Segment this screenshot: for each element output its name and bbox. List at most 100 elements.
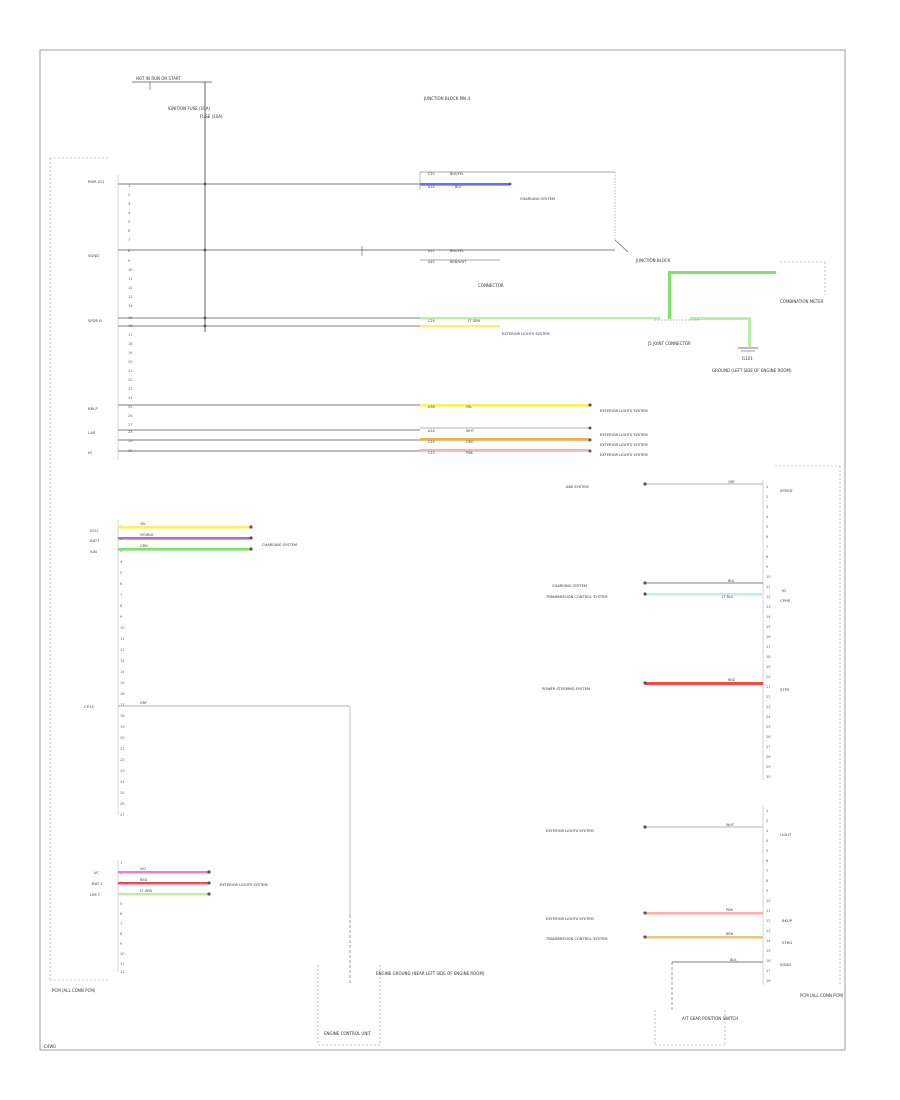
svg-text:5: 5 [120, 571, 122, 575]
svg-text:A36: A36 [428, 405, 435, 409]
svg-text:17: 17 [766, 969, 771, 973]
svg-text:21: 21 [120, 747, 125, 751]
svg-text:LT GRN: LT GRN [140, 889, 153, 893]
svg-text:LT BLU: LT BLU [722, 595, 734, 599]
svg-text:17: 17 [766, 645, 771, 649]
svg-text:C23: C23 [428, 451, 435, 455]
engine-ground-branch: ENGINE GROUND (NEAR LEFT SIDE OF ENGINE … [317, 915, 485, 1046]
svg-text:5: 5 [766, 525, 768, 529]
ground-label: GROUND (LEFT SIDE OF ENGINE ROOM) [712, 368, 792, 373]
svg-text:BLU: BLU [455, 185, 462, 189]
svg-text:24: 24 [766, 715, 771, 719]
svg-text:BLK/YEL: BLK/YEL [450, 172, 464, 176]
svg-text:8: 8 [120, 604, 123, 608]
engine-ground-label: ENGINE GROUND (NEAR LEFT SIDE OF ENGINE … [376, 971, 485, 976]
svg-text:SGND: SGND [780, 962, 791, 967]
svg-text:7: 7 [766, 545, 768, 549]
svg-text:23: 23 [766, 705, 771, 709]
svg-text:EXTERIOR LIGHTS SYSTEM: EXTERIOR LIGHTS SYSTEM [600, 453, 648, 457]
combination-meter-label: COMBINATION METER [780, 299, 824, 304]
svg-text:12: 12 [766, 919, 771, 923]
svg-text:5: 5 [766, 849, 768, 853]
svg-text:2: 2 [128, 193, 130, 197]
svg-text:17: 17 [120, 703, 125, 707]
svg-text:BRN/WHT: BRN/WHT [450, 260, 467, 264]
svg-text:RED: RED [140, 878, 147, 882]
svg-text:9: 9 [128, 259, 131, 263]
svg-text:CHARGING SYSTEM: CHARGING SYSTEM [552, 584, 587, 588]
svg-text:YEL: YEL [466, 405, 472, 409]
pcm-left-box: PCM (ALL CONN PCM) [49, 157, 110, 993]
svg-text:C24: C24 [428, 319, 435, 323]
svg-text:18: 18 [128, 342, 133, 346]
svg-text:2: 2 [766, 819, 768, 823]
svg-text:GRY: GRY [728, 480, 736, 484]
svg-text:6: 6 [120, 912, 123, 916]
joint-label: J5 JOINT CONNECTOR [647, 341, 691, 346]
svg-text:18: 18 [766, 979, 771, 983]
svg-text:GRN: GRN [140, 544, 148, 548]
svg-text:19: 19 [128, 351, 133, 355]
svg-text:30: 30 [766, 775, 771, 779]
svg-text:CPHS: CPHS [780, 598, 791, 603]
fuse-2-label: FUSE (10A) [200, 114, 223, 119]
svg-text:11: 11 [120, 962, 125, 966]
svg-text:6: 6 [766, 535, 769, 539]
top-wires: C20 BLK/YEL A14 BLU CHARGING SYSTEM A11 … [118, 171, 660, 457]
engine-component-label: ENGINE CONTROL UNIT [324, 1031, 371, 1036]
svg-text:1: 1 [128, 184, 130, 188]
svg-text:EXTERIOR LIGHTS SYSTEM: EXTERIOR LIGHTS SYSTEM [546, 917, 594, 921]
svg-text:A11: A11 [428, 249, 435, 253]
svg-text:ECU: ECU [90, 528, 98, 533]
svg-text:9: 9 [120, 615, 123, 619]
svg-text:SPEED: SPEED [780, 488, 792, 493]
svg-text:ORG: ORG [466, 440, 474, 444]
svg-text:11: 11 [128, 277, 133, 281]
svg-text:24: 24 [120, 780, 125, 784]
svg-text:17: 17 [128, 333, 133, 337]
svg-text:28: 28 [128, 430, 133, 434]
connector-label: CONNECTOR [478, 283, 504, 288]
at-switch-box: A/T GEAR POSITION SWITCH [654, 1010, 738, 1046]
ground-code: G101 [742, 356, 753, 361]
svg-text:13: 13 [120, 659, 125, 663]
svg-text:10: 10 [766, 575, 771, 579]
svg-text:BKUP: BKUP [782, 918, 793, 923]
svg-text:23: 23 [128, 387, 133, 391]
svg-text:11: 11 [766, 909, 771, 913]
svg-text:EXTERIOR LIGHTS SYSTEM: EXTERIOR LIGHTS SYSTEM [600, 409, 648, 413]
junction-block-label: JUNCTION BLOCK PIN 4 [423, 96, 470, 101]
svg-text:LIM T: LIM T [90, 892, 101, 897]
svg-text:28: 28 [766, 755, 771, 759]
svg-text:A42: A42 [428, 260, 435, 264]
svg-text:3: 3 [766, 505, 768, 509]
svg-text:21: 21 [128, 369, 133, 373]
svg-text:4: 4 [120, 560, 123, 564]
svg-text:10: 10 [128, 268, 133, 272]
fuse-1-label: IGNITION FUSE (10A) [168, 106, 210, 111]
svg-text:PNK: PNK [726, 908, 734, 912]
svg-text:27: 27 [766, 745, 771, 749]
svg-text:8: 8 [766, 555, 769, 559]
svg-text:13: 13 [128, 295, 133, 299]
diagram-frame [39, 49, 846, 1051]
power-label: HOT IN RUN OR START [136, 76, 181, 81]
svg-text:14: 14 [766, 939, 771, 943]
svg-text:EXTERIOR LIGHTS SYSTEM: EXTERIOR LIGHTS SYSTEM [600, 433, 648, 437]
svg-text:26: 26 [128, 414, 133, 418]
svg-text:22: 22 [766, 695, 771, 699]
svg-text:11: 11 [120, 637, 125, 641]
pcm-left-labels-bottom: I/C BAT 1 LIM T [90, 870, 103, 897]
svg-text:20: 20 [120, 736, 125, 740]
svg-text:3: 3 [120, 549, 122, 553]
svg-text:6: 6 [120, 582, 123, 586]
svg-text:8: 8 [128, 249, 131, 253]
svg-text:22: 22 [120, 758, 125, 762]
svg-text:4: 4 [766, 839, 769, 843]
svg-text:29: 29 [766, 765, 771, 769]
svg-text:4: 4 [766, 515, 769, 519]
svg-text:7: 7 [766, 869, 768, 873]
svg-text:EXTERIOR LIGHTS SYSTEM: EXTERIOR LIGHTS SYSTEM [502, 332, 550, 336]
svg-text:C20: C20 [428, 172, 435, 176]
svg-text:27: 27 [128, 423, 133, 427]
